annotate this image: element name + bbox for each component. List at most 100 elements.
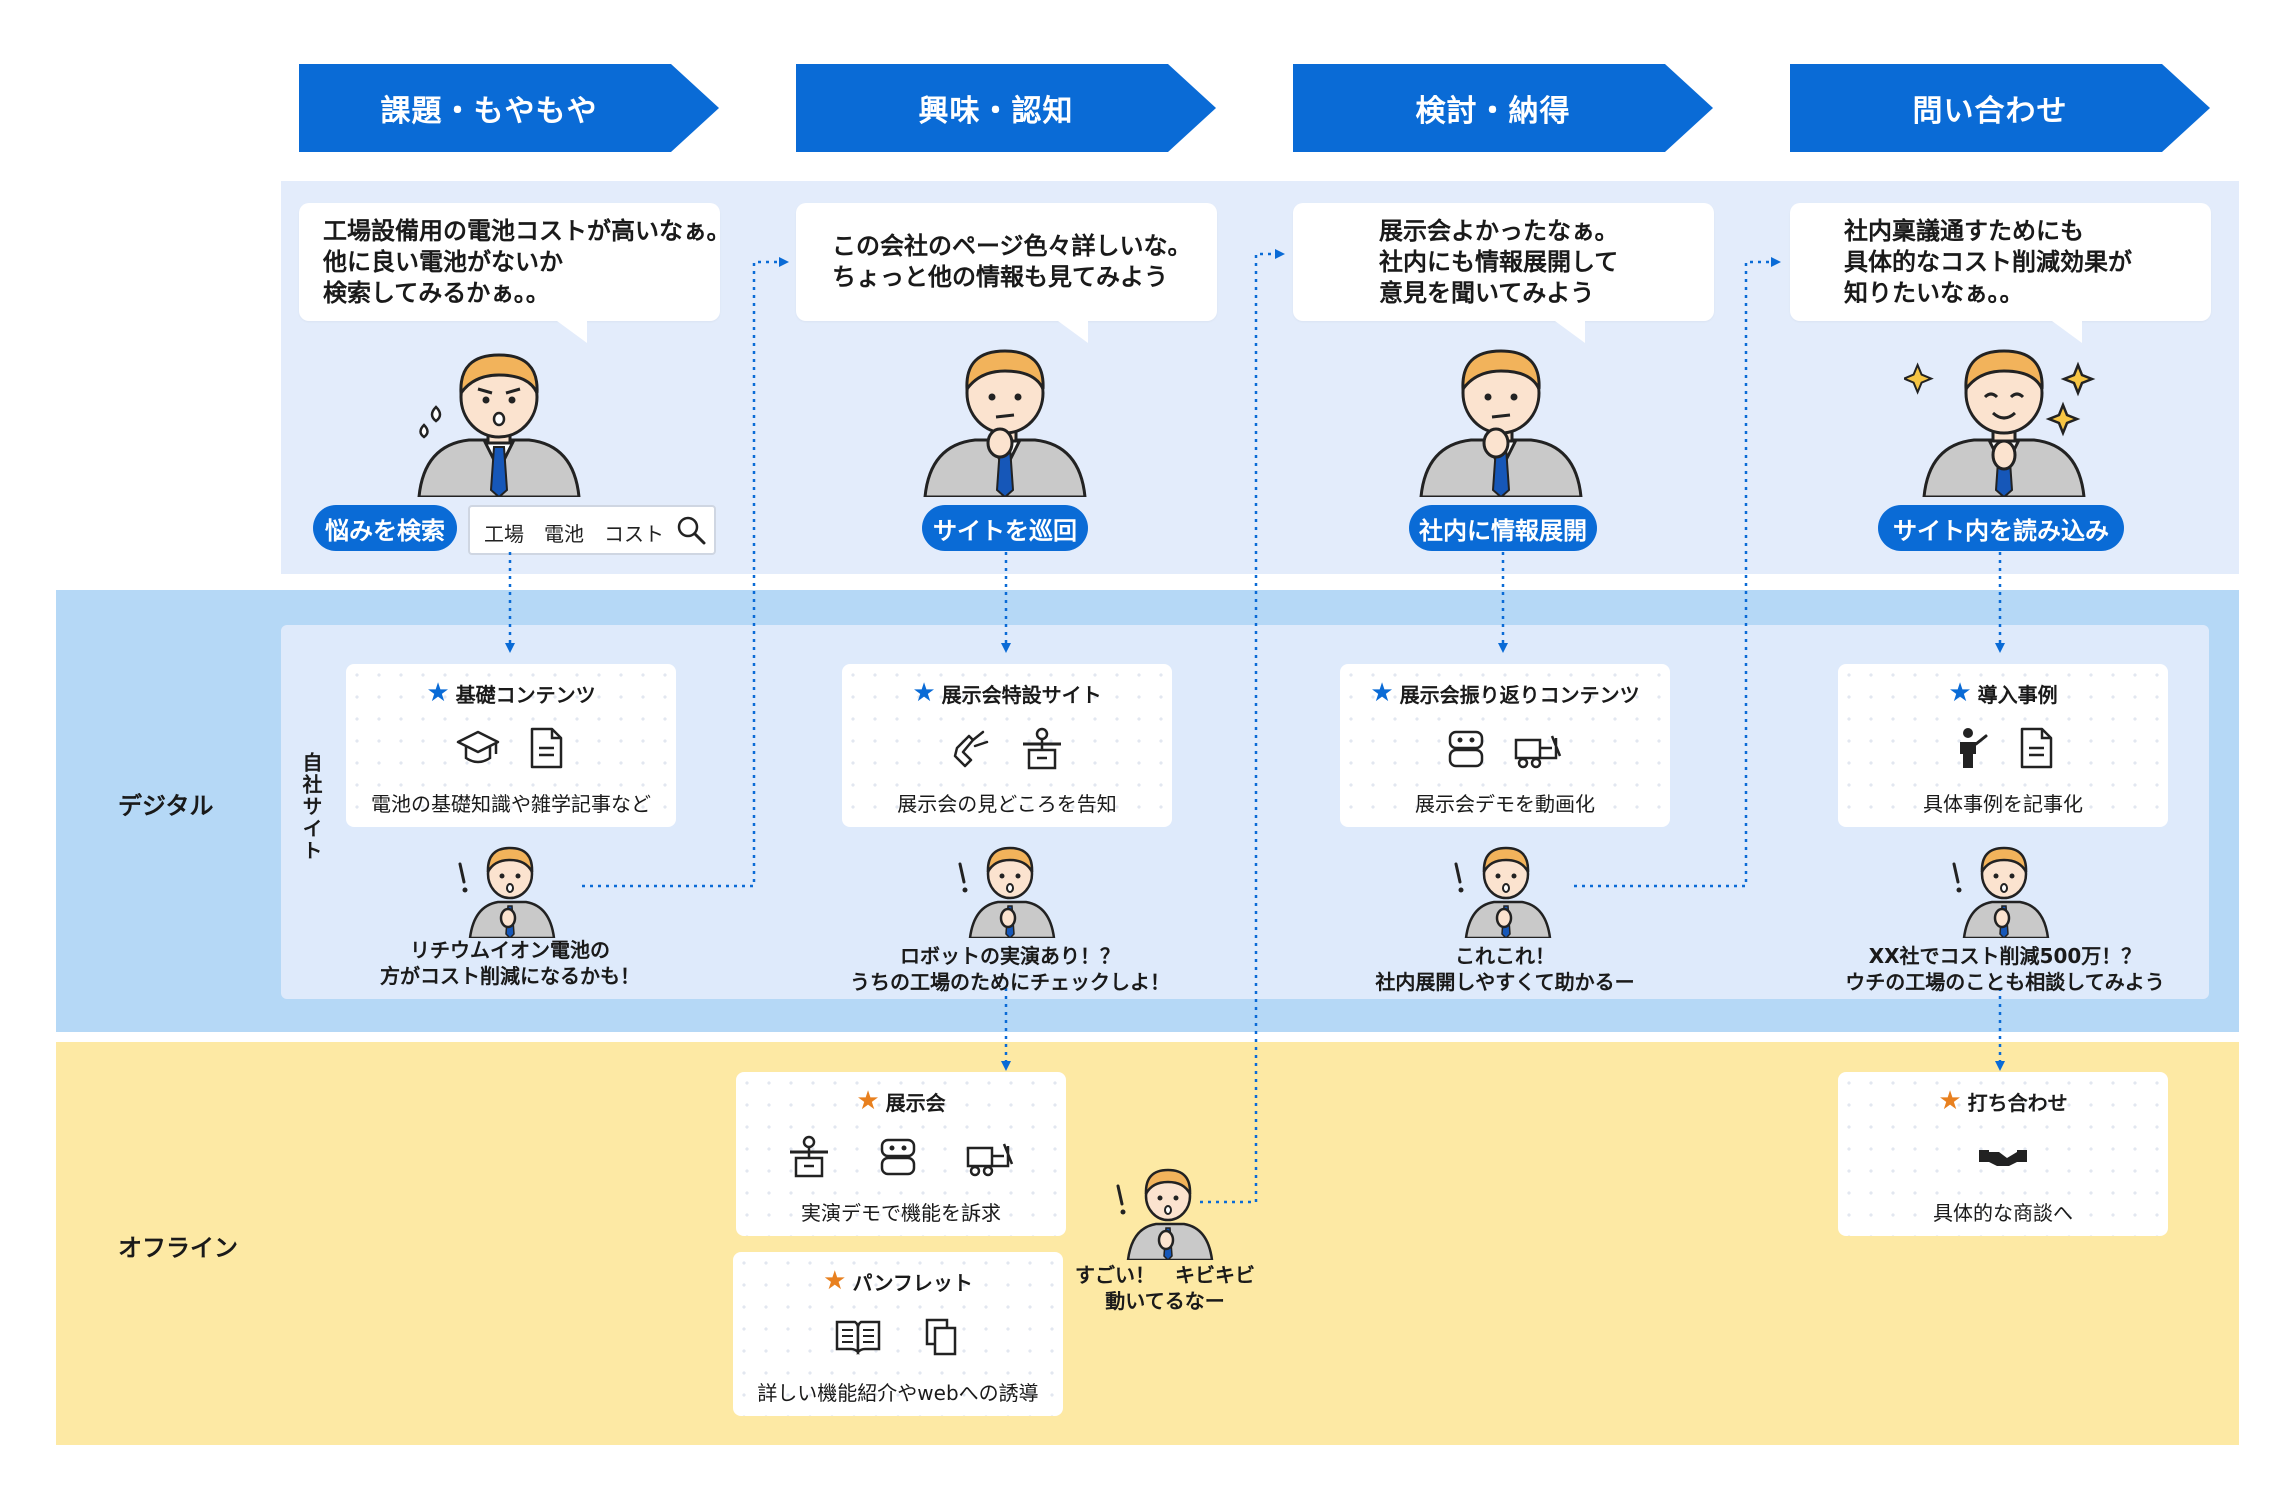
row-label-offline: オフライン: [118, 1234, 238, 1262]
robot-icon: [880, 1138, 916, 1176]
worried-businessman-icon: [417, 353, 581, 497]
search-term: 工場: [484, 522, 524, 546]
card-title: 展示会: [885, 1090, 946, 1115]
card-description: 実演デモで機能を訴求: [801, 1201, 1001, 1225]
content-card-basics: ★ 基礎コンテンツ 電池の基礎知識や雑学記事など: [346, 664, 676, 827]
bubble-line: この会社のページ色々詳しいな。: [832, 232, 1192, 260]
robot-icon: [1448, 730, 1484, 768]
card-description: 展示会の見どころを告知: [897, 792, 1117, 816]
stage-label: 検討・納得: [1415, 94, 1571, 129]
stage-label: 問い合わせ: [1912, 94, 2068, 129]
reaction-line: 動いてるなー: [1105, 1289, 1225, 1313]
star-icon: ★: [1938, 1086, 1962, 1116]
surprised-businessman-icon: [1952, 846, 2050, 938]
thought-bubble-1: 工場設備用の電池コストが高いなぁ。 他に良い電池がないか 検索してみるかぁ。。: [299, 203, 731, 343]
exhibition-booth-icon: [1023, 727, 1061, 770]
reaction-line: すごい！ キビキビ: [1075, 1263, 1255, 1287]
reaction-line: ウチの工場のことも相談してみよう: [1845, 970, 2165, 994]
graduation-cap-icon: [456, 730, 500, 764]
content-card-expo-review: ★ 展示会振り返りコンテンツ 展示会デモを動画化: [1340, 664, 1670, 827]
card-title: 基礎コンテンツ: [455, 682, 596, 707]
thinking-businessman-icon: [1419, 349, 1583, 497]
content-card-meeting: ★ 打ち合わせ 具体的な商談へ: [1838, 1072, 2168, 1236]
bubble-line: 具体的なコスト削減効果が: [1844, 247, 2132, 276]
row-label-own-site: 自社サイト: [299, 752, 323, 862]
star-icon: ★: [856, 1086, 880, 1116]
card-title: 打ち合わせ: [1967, 1090, 2068, 1115]
card-title-row: ★ 基礎コンテンツ: [346, 678, 676, 708]
bubble-line: ちょっと他の情報も見てみよう: [832, 263, 1168, 291]
thought-bubble-2: この会社のページ色々詳しいな。 ちょっと他の情報も見てみよう: [796, 203, 1217, 343]
card-title: 展示会振り返りコンテンツ: [1399, 682, 1640, 707]
robot-hand-icon: [953, 730, 989, 768]
row-label-digital: デジタル: [118, 792, 214, 820]
search-icon[interactable]: [676, 515, 706, 545]
card-description: 展示会デモを動画化: [1415, 792, 1595, 816]
action-pill-browse: サイトを巡回: [922, 505, 1088, 551]
card-title-row: ★ 展示会特設サイト: [842, 678, 1172, 708]
forklift-icon: [1514, 735, 1562, 769]
reaction-line: 社内展開しやすくて助かるー: [1375, 970, 1635, 994]
action-pill-read: サイト内を読み込み: [1878, 505, 2124, 551]
search-input[interactable]: 工場 電池 コスト: [468, 505, 716, 555]
bubble-line: 工場設備用の電池コストが高いなぁ。: [323, 216, 731, 245]
forklift-icon: [966, 1143, 1014, 1177]
reaction-line: 方がコスト削減になるかも！: [380, 964, 640, 988]
content-card-expo-site: ★ 展示会特設サイト 展示会の見どころを告知: [842, 664, 1172, 827]
card-description: 電池の基礎知識や雑学記事など: [371, 792, 651, 816]
card-title-row: ★ パンフレット: [733, 1266, 1063, 1296]
stage-label: 課題・もやもや: [380, 94, 598, 129]
bubble-line: 検索してみるかぁ。。: [323, 278, 550, 307]
copy-pages-icon: [925, 1318, 957, 1356]
content-card-exhibition: ★ 展示会 実演デモで機能を訴求: [736, 1072, 1066, 1236]
reaction-line: ロボットの実演あり！？: [900, 944, 1120, 968]
reaction-text-1: リチウムイオン電池の 方がコスト削減になるかも！: [340, 937, 680, 989]
reaction-line: これこれ！: [1455, 944, 1555, 968]
bubble-line: 展示会よかったなぁ。: [1379, 216, 1619, 245]
surprised-businessman-icon: [958, 846, 1056, 938]
card-title: 展示会特設サイト: [941, 682, 1102, 707]
card-description: 具体事例を記事化: [1923, 792, 2083, 816]
bubble-line: 意見を聞いてみよう: [1379, 278, 1595, 307]
content-card-case-study: ★ 導入事例 具体事例を記事化: [1838, 664, 2168, 827]
card-title-row: ★ 導入事例: [1838, 678, 2168, 708]
star-icon: ★: [823, 1266, 847, 1296]
reaction-text-4: XX社でコスト削減500万！？ ウチの工場のことも相談してみよう: [1810, 943, 2200, 995]
surprised-businessman-icon: [458, 846, 556, 938]
star-icon: ★: [1370, 678, 1394, 708]
action-pill-share: 社内に情報展開: [1409, 505, 1597, 551]
reaction-line: うちの工場のためにチェックしよ！: [850, 970, 1170, 994]
reaction-line: XX社でコスト削減500万！？: [1868, 944, 2142, 968]
stage-label: 興味・認知: [918, 94, 1074, 129]
reaction-text-3: これこれ！ 社内展開しやすくて助かるー: [1330, 943, 1680, 995]
action-pill-search: 悩みを検索: [313, 505, 457, 551]
bubble-line: 社内にも情報展開して: [1379, 247, 1619, 276]
content-card-pamphlet: ★ パンフレット 詳しい機能紹介やwebへの誘導: [733, 1252, 1063, 1416]
thinking-businessman-icon: [923, 349, 1087, 497]
surprised-businessman-icon: [1116, 1168, 1214, 1260]
reaction-line: リチウムイオン電池の: [410, 938, 610, 962]
open-book-icon: [835, 1320, 881, 1356]
star-icon: ★: [426, 678, 450, 708]
search-term: 電池: [544, 522, 584, 546]
card-description: 詳しい機能紹介やwebへの誘導: [757, 1381, 1039, 1405]
star-icon: ★: [912, 678, 936, 708]
reaction-text-offline: すごい！ キビキビ 動いてるなー: [1060, 1262, 1270, 1314]
card-title-row: ★ 打ち合わせ: [1838, 1086, 2168, 1116]
handshake-icon: [1979, 1150, 2027, 1166]
search-term: コスト: [604, 522, 664, 546]
presenter-icon: [1960, 728, 1988, 768]
card-title-row: ★ 展示会: [736, 1086, 1066, 1116]
thought-bubble-4: 社内稟議通すためにも 具体的なコスト削減効果が 知りたいなぁ。。: [1790, 203, 2211, 343]
reaction-text-2: ロボットの実演あり！？ うちの工場のためにチェックしよ！: [820, 943, 1200, 995]
card-title: 導入事例: [1977, 682, 2058, 707]
thought-bubble-3: 展示会よかったなぁ。 社内にも情報展開して 意見を聞いてみよう: [1293, 203, 1714, 343]
card-title: パンフレット: [852, 1270, 973, 1295]
bubble-line: 他に良い電池がないか: [323, 247, 563, 276]
bubble-line: 知りたいなぁ。。: [1844, 278, 2024, 307]
document-icon: [530, 727, 563, 769]
card-title-row: ★ 展示会振り返りコンテンツ: [1340, 678, 1670, 708]
card-description: 具体的な商談へ: [1933, 1201, 2073, 1225]
exhibition-booth-icon: [790, 1135, 828, 1178]
